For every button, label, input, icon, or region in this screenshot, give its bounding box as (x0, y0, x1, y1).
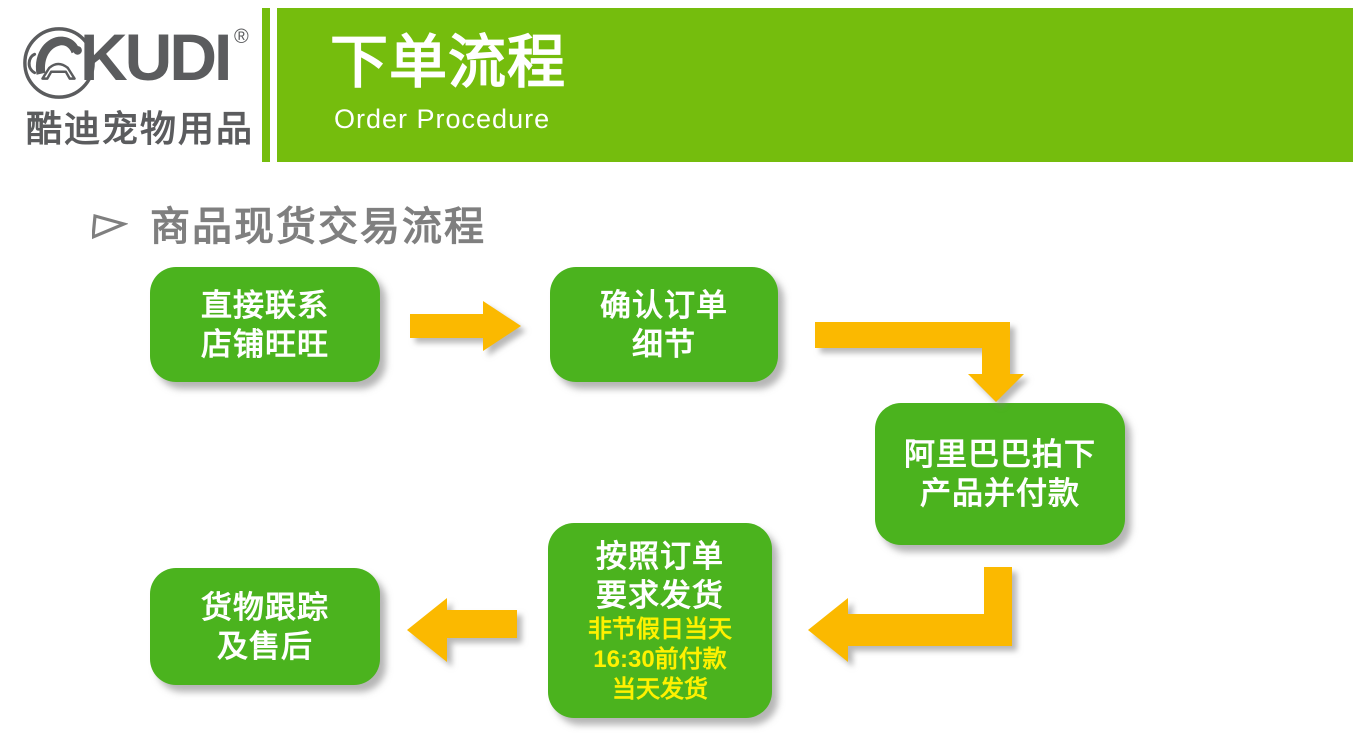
arrow-bullet-icon (92, 213, 128, 240)
step-note-text: 当天发货 (612, 675, 708, 703)
step-text: 按照订单 (596, 538, 724, 574)
step-text: 阿里巴巴拍下 (904, 437, 1096, 472)
page-title: 下单流程 (330, 30, 567, 95)
brand-name: KUDI (80, 20, 232, 94)
flow-step-shipping-box: 按照订单 要求发货 非节假日当天 16:30前付款 当天发货 (548, 523, 772, 718)
flow-step-contact-box: 直接联系 店铺旺旺 (150, 267, 380, 382)
step-note-text: 16:30前付款 (593, 645, 727, 673)
banner-accent-bar (262, 8, 270, 162)
arrow-left-icon (407, 598, 517, 662)
registered-mark-icon: ® (234, 26, 249, 48)
title-banner: 下单流程 Order Procedure (277, 8, 1353, 162)
arrow-down-left-icon (808, 567, 1012, 662)
step-note-text: 非节假日当天 (588, 615, 732, 643)
flow-step-confirm-box: 确认订单 细节 (550, 267, 778, 382)
section-heading-text: 商品现货交易流程 (150, 205, 486, 249)
page-subtitle: Order Procedure (334, 104, 551, 134)
step-text: 产品并付款 (920, 476, 1080, 511)
flow-step-tracking-box: 货物跟踪 及售后 (150, 568, 380, 685)
step-text: 货物跟踪 (201, 589, 329, 625)
step-text: 细节 (632, 326, 696, 362)
step-text: 店铺旺旺 (201, 326, 329, 362)
kudi-pets-icon (23, 27, 95, 99)
step-text: 确认订单 (600, 287, 728, 323)
kudi-logo: KUDI ® 酷迪宠物用品 (14, 18, 266, 150)
brand-chinese-name: 酷迪宠物用品 (26, 108, 255, 149)
step-text: 直接联系 (201, 287, 329, 323)
arrow-down-right-icon (815, 322, 1024, 402)
arrow-right-icon (410, 301, 521, 351)
section-heading: 商品现货交易流程 (92, 194, 486, 252)
flow-step-payment-box: 阿里巴巴拍下 产品并付款 (875, 403, 1125, 545)
step-text: 及售后 (217, 628, 313, 664)
step-text: 要求发货 (596, 577, 724, 613)
